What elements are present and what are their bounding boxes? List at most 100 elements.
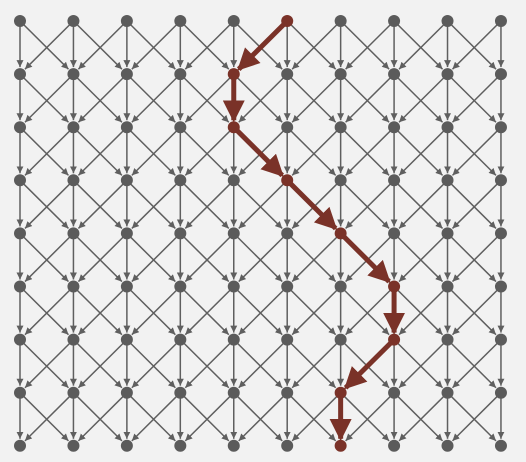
lattice-edge <box>126 339 176 389</box>
lattice-edge <box>446 126 497 176</box>
lattice-edge <box>184 232 235 283</box>
lattice-node <box>174 439 187 452</box>
lattice-edge <box>233 285 283 336</box>
lattice-node <box>67 68 80 81</box>
lattice-edge <box>345 20 395 70</box>
lattice-node <box>174 280 187 293</box>
lattice-edge <box>77 232 128 283</box>
lattice-edge <box>184 285 235 336</box>
lattice-edge <box>77 126 128 176</box>
lattice-node <box>67 333 80 346</box>
lattice-edge <box>19 339 70 389</box>
lattice-edge <box>184 73 235 123</box>
lattice-edge <box>72 232 123 283</box>
lattice-edge <box>286 392 337 442</box>
path-node <box>227 68 240 81</box>
lattice-edge <box>393 20 444 70</box>
lattice-edge <box>446 285 497 336</box>
lattice-edge <box>131 179 181 229</box>
lattice-edge <box>179 20 230 70</box>
path-node <box>334 439 347 452</box>
lattice-edge <box>126 20 176 70</box>
lattice-edge <box>72 179 123 229</box>
lattice-node <box>67 174 80 187</box>
lattice-node <box>388 15 401 27</box>
lattice-node <box>120 121 133 134</box>
lattice-node <box>67 15 80 27</box>
lattice-edge <box>19 285 70 336</box>
lattice-node <box>281 333 294 346</box>
lattice-node <box>388 121 401 134</box>
lattice-node <box>120 68 133 81</box>
lattice-edge <box>345 179 395 229</box>
lattice-edge <box>19 126 70 176</box>
lattice-edge <box>398 179 449 229</box>
lattice-edge <box>24 126 74 176</box>
lattice-edge <box>72 285 123 336</box>
lattice-edge <box>451 232 502 283</box>
lattice-edge <box>179 232 230 283</box>
lattice-edge <box>24 285 74 336</box>
lattice-edge <box>126 392 176 442</box>
lattice-node <box>120 386 133 399</box>
lattice-edge <box>398 73 449 123</box>
lattice-edge <box>19 392 70 442</box>
lattice-node <box>334 280 347 293</box>
lattice-edge <box>72 126 123 176</box>
lattice-edge <box>184 20 235 70</box>
lattice-edge <box>126 285 176 336</box>
path-node <box>281 174 294 187</box>
lattice-edge <box>233 392 283 442</box>
lattice-edge <box>72 20 123 70</box>
lattice-edge <box>286 232 337 283</box>
lattice-edge <box>340 285 390 336</box>
lattice-edge <box>238 392 288 442</box>
lattice-edge <box>345 73 395 123</box>
lattice-node <box>494 227 507 240</box>
lattice-edge <box>24 20 74 70</box>
lattice-edge <box>340 179 390 229</box>
lattice-node <box>441 333 454 346</box>
lattice-edge <box>238 126 288 176</box>
lattice-node <box>281 280 294 293</box>
lattice-node <box>120 15 133 27</box>
lattice-edge <box>291 392 342 442</box>
lattice-edge <box>451 73 502 123</box>
lattice-node <box>494 386 507 399</box>
lattice-edge <box>233 73 283 123</box>
lattice-edge <box>233 179 283 229</box>
lattice-node <box>174 15 187 27</box>
lattice-edge <box>398 339 449 389</box>
lattice-edge <box>179 285 230 336</box>
lattice-edge <box>131 20 181 70</box>
lattice-node <box>281 121 294 134</box>
lattice-edge <box>24 392 74 442</box>
lattice-edge <box>451 20 502 70</box>
lattice-node <box>494 280 507 293</box>
lattice-edge <box>126 232 176 283</box>
lattice-edge <box>286 285 337 336</box>
path-edge <box>343 337 396 390</box>
lattice-edge <box>345 232 395 283</box>
lattice-edge <box>340 392 390 442</box>
lattice-edge <box>340 126 390 176</box>
lattice-edge <box>291 73 342 123</box>
lattice-node <box>494 439 507 452</box>
path-edge <box>285 178 338 231</box>
lattice-node <box>227 439 240 452</box>
lattice-edge <box>345 392 395 442</box>
lattice-edge <box>179 392 230 442</box>
lattice-edge <box>398 20 449 70</box>
lattice-edge <box>19 232 70 283</box>
lattice-edge <box>126 73 176 123</box>
lattice-edge <box>72 392 123 442</box>
lattice-edge <box>24 232 74 283</box>
lattice-node <box>334 15 347 27</box>
lattice-edge <box>340 20 390 70</box>
lattice-node <box>14 68 26 81</box>
lattice-node <box>334 68 347 81</box>
lattice-node <box>441 439 454 452</box>
lattice-edges <box>16 20 505 442</box>
lattice-node <box>120 227 133 240</box>
lattice-node <box>281 386 294 399</box>
